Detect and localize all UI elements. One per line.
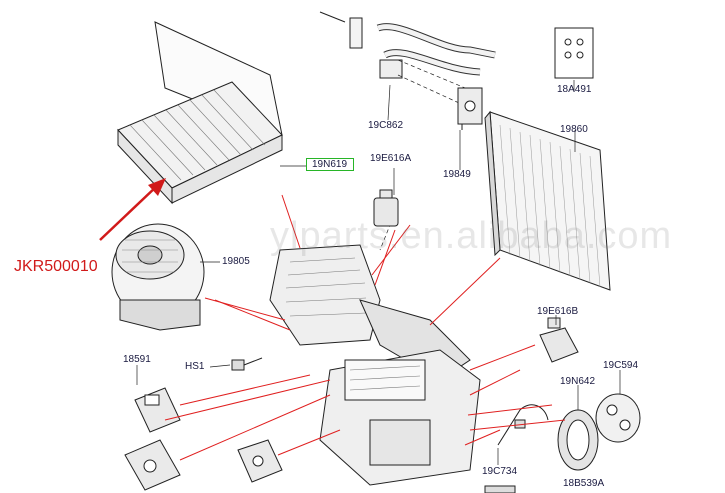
watermark: ylparts.en.alibaba.com (270, 215, 673, 257)
red-leader-lines (164, 194, 566, 461)
callout-arrow (99, 178, 166, 241)
label-valve: 19849 (443, 169, 471, 180)
actuator-lower-middle (237, 439, 283, 483)
sensor-right (539, 317, 579, 363)
hvac-housing-lower (319, 349, 481, 486)
label-heater-core: 19860 (560, 124, 588, 135)
sensor-top (373, 189, 399, 227)
bolt-hs1 (231, 357, 263, 371)
cabin-filter (117, 21, 283, 205)
label-sensor-right: 19E616B (537, 306, 579, 317)
label-resistor: 18591 (123, 354, 151, 365)
label-seals: 18A491 (557, 84, 592, 95)
label-gasket-ring: 19C594 (603, 360, 639, 371)
label-harness: 19C734 (482, 466, 518, 477)
label-blower: 19805 (222, 256, 250, 267)
seal-kit (554, 27, 594, 79)
label-sensor-top: 19E616A (370, 153, 412, 164)
ac-pipe-assembly (319, 11, 496, 79)
gasket-ring (595, 393, 641, 443)
label-clip: 18B539A (563, 478, 605, 489)
expansion-valve (457, 87, 483, 130)
label-pipe-top: 19C862 (368, 120, 404, 131)
label-gasket-large: 19N642 (560, 376, 596, 387)
clip (484, 485, 516, 493)
blower-resistor (134, 387, 181, 433)
actuator-lower-left (124, 439, 181, 491)
callout-part-number: JKR500010 (14, 258, 98, 275)
label-bolt: HS1 (185, 361, 205, 372)
label-filter: 19N619 (306, 158, 354, 171)
heater-core (484, 110, 611, 291)
gasket-large (557, 409, 599, 471)
black-leader-lines (136, 80, 621, 465)
blower-motor (111, 223, 205, 331)
